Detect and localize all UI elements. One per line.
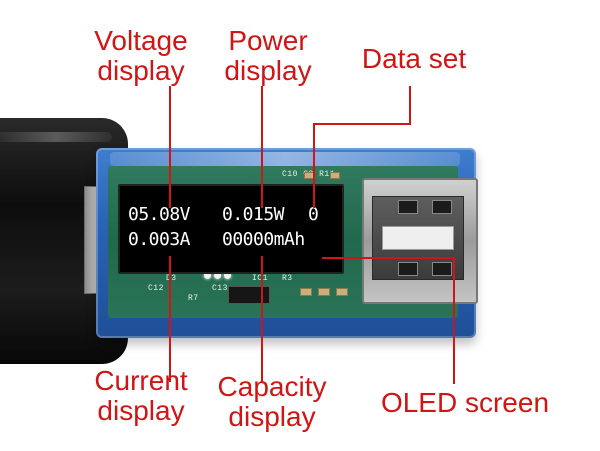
smd-component xyxy=(304,172,314,179)
case-highlight xyxy=(110,152,460,166)
led-indicator xyxy=(224,272,231,279)
current-reading: 0.003A xyxy=(128,229,191,250)
capacity-reading: 00000mAh xyxy=(222,229,305,250)
pcb-label-d3: D3 xyxy=(166,274,177,283)
data-set-reading: 0 xyxy=(308,204,319,225)
voltage-callout-line1: Voltage xyxy=(94,25,188,56)
pcb-label-c13: C13 xyxy=(212,284,228,293)
led-indicator xyxy=(214,272,221,279)
power-callout: Power display xyxy=(208,26,328,86)
current-callout-line2: display xyxy=(97,395,185,426)
capacity-callout: Capacity display xyxy=(202,372,342,432)
current-callout: Current display xyxy=(66,366,216,426)
usb-port-window xyxy=(432,262,452,276)
oled-screen-callout: OLED screen xyxy=(380,387,550,418)
voltage-callout-line2: display xyxy=(97,55,185,86)
pcb-label-r3: R3 xyxy=(282,274,293,283)
power-callout-line2: display xyxy=(224,55,312,86)
smd-component xyxy=(300,288,312,296)
capacity-callout-line2: display xyxy=(228,401,316,432)
oled-screen xyxy=(118,184,344,274)
pcb-label-ic1: IC1 xyxy=(252,274,268,283)
smd-component xyxy=(336,288,348,296)
pcb-label-r7: R7 xyxy=(188,294,199,303)
usb-port-tongue xyxy=(382,226,454,250)
current-callout-line1: Current xyxy=(94,365,188,396)
power-reading: 0.015W xyxy=(222,204,285,225)
usb-port-window xyxy=(398,200,418,214)
data-set-callout: Data set xyxy=(361,43,467,74)
voltage-reading: 05.08V xyxy=(128,204,191,225)
smd-component xyxy=(330,172,340,179)
smd-component xyxy=(318,288,330,296)
capacity-callout-line1: Capacity xyxy=(217,371,327,402)
usb-port-window xyxy=(398,262,418,276)
ic-chip xyxy=(228,286,270,304)
usb-port-window xyxy=(432,200,452,214)
plug-highlight xyxy=(0,132,112,142)
voltage-callout: Voltage display xyxy=(66,26,216,86)
led-indicator xyxy=(204,272,211,279)
pcb-label-c12: C12 xyxy=(148,284,164,293)
power-callout-line1: Power xyxy=(228,25,308,56)
